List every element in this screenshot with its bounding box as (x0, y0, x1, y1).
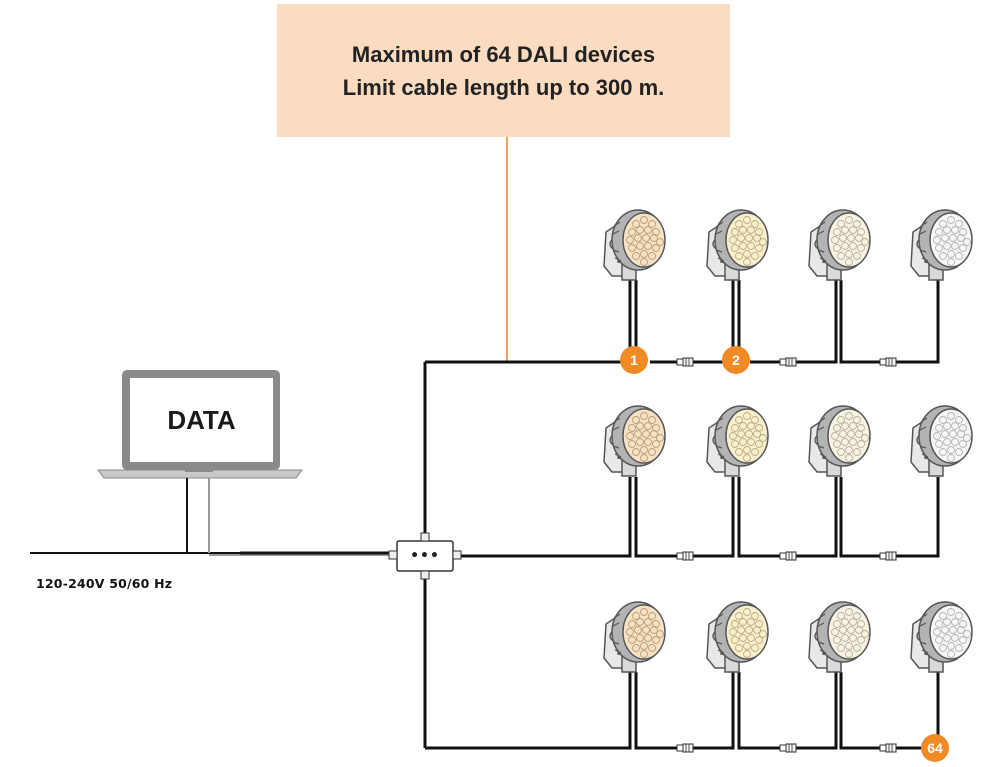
floodlight-lens (829, 606, 869, 658)
floodlight-lens (624, 214, 664, 266)
device-badge-1: 1 (620, 346, 648, 374)
callout-line-2: Limit cable length up to 300 m. (342, 74, 665, 100)
floodlight-lens (727, 214, 767, 266)
floodlight-lens (931, 214, 971, 266)
callout-line-1: Maximum of 64 DALI devices (351, 41, 656, 67)
laptop-icon (97, 370, 303, 479)
device-badge-2: 2 (722, 346, 750, 374)
floodlight-lens (727, 606, 767, 658)
floodlight-lens (931, 606, 971, 658)
callout-box: Maximum of 64 DALI devices Limit cable l… (277, 4, 730, 137)
floodlight-lens (624, 410, 664, 462)
floodlight-lens (624, 606, 664, 658)
floodlight-lens (727, 410, 767, 462)
floodlight-lens (931, 410, 971, 462)
dali-splitter-icon (388, 532, 462, 580)
floodlight-fixtures (603, 209, 973, 673)
floodlight-lens (829, 214, 869, 266)
floodlight-lens (829, 410, 869, 462)
device-badge-64: 64 (921, 734, 949, 762)
power-label: 120-240V 50/60 Hz (36, 576, 173, 591)
